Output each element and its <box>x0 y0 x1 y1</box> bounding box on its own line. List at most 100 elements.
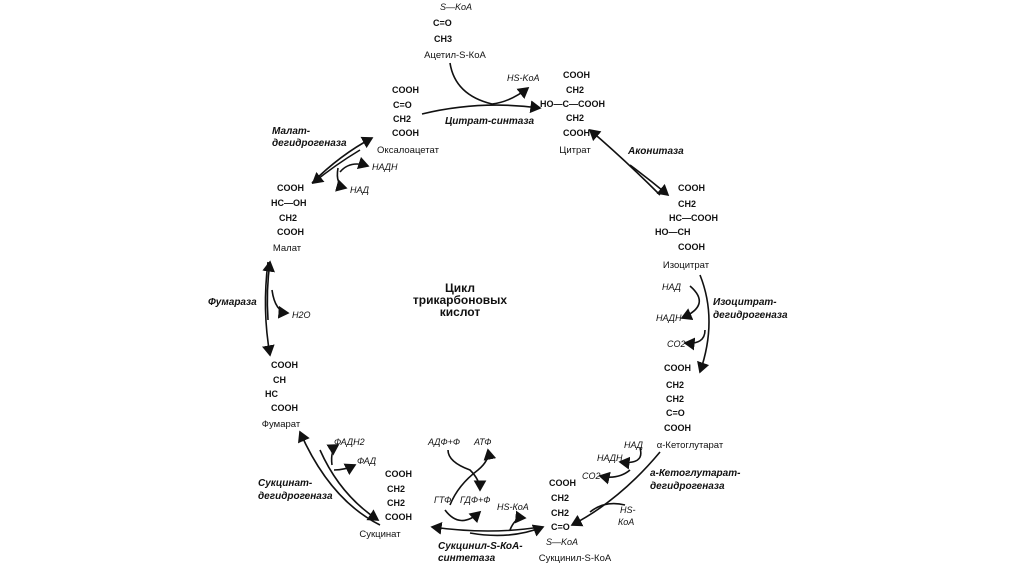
compound-label: Фумарат <box>262 419 301 430</box>
cofactor-label: ГДФ+Ф <box>460 495 490 505</box>
formula-line: HO—CH <box>655 227 691 237</box>
formula-line: COOH <box>664 423 691 433</box>
formula-line: CH2 <box>566 85 584 95</box>
compound-label: Оксалоацетат <box>377 145 440 156</box>
cofactor-label: H2O <box>292 310 311 320</box>
enzyme-akg-dh: дегидрогеназа <box>650 481 725 492</box>
arrow-citrate-synthase <box>421 100 542 115</box>
arrow-h2o <box>271 289 290 319</box>
alpha-ketoglutarate: COOH CH2 CH2 C=O COOH α-Кетоглутарат <box>657 363 724 451</box>
enzyme-succinyl-coa-synthetase: синтетаза <box>438 553 496 564</box>
oxaloacetate: COOH C=O CH2 COOH Оксалоацетат <box>377 85 440 156</box>
arrow-fumarase-back <box>262 260 275 321</box>
formula-line: COOH <box>563 70 590 80</box>
formula-line: COOH <box>678 242 705 252</box>
malate: COOH HC—OH CH2 COOH Малат <box>271 183 307 254</box>
formula-line: COOH <box>549 478 576 488</box>
succinyl-coa: COOH CH2 CH2 C=O S—KoA Сукцинил-S-КоА <box>539 478 612 564</box>
enzyme-succinate-dh: Сукцинат- <box>258 478 313 489</box>
formula-line: CH2 <box>666 380 684 390</box>
formula-line: C=O <box>666 408 685 418</box>
arrow-nad <box>335 167 348 192</box>
formula-line: C=O <box>551 522 570 532</box>
formula-line: CH2 <box>566 113 584 123</box>
arrow-aconitase-fwd <box>629 164 670 197</box>
formula-line: COOH <box>385 512 412 522</box>
formula-line: COOH <box>385 469 412 479</box>
cofactor-label: НАДН <box>372 162 398 172</box>
cofactor-label: ГТФ <box>434 495 451 505</box>
cofactor-label: ФАД <box>357 456 377 466</box>
formula-line: CH2 <box>387 484 405 494</box>
title-line: трикарбоновых <box>413 293 508 307</box>
compound-label: Цитрат <box>559 145 591 156</box>
cofactor-label: CO2 <box>667 339 686 349</box>
formula-line: COOH <box>678 183 705 193</box>
reaction-arrows <box>262 62 710 537</box>
formula-line: CH2 <box>551 493 569 503</box>
formula-line: C=O <box>393 100 412 110</box>
arrow-adp-gdp <box>447 449 487 492</box>
arrow-scs-back <box>469 524 545 537</box>
compound-label: Малат <box>273 243 302 254</box>
compound-label: Изоцитрат <box>663 260 710 271</box>
title-line: кислот <box>440 305 481 319</box>
cofactor-label: НАДН <box>656 313 682 323</box>
arrow-aconitase <box>588 128 661 196</box>
arrow-icdh-co2 <box>683 329 706 351</box>
formula-line: COOH <box>392 128 419 138</box>
formula-line: CH2 <box>393 114 411 124</box>
formula-line: CH3 <box>434 34 452 44</box>
formula-line: COOH <box>271 360 298 370</box>
cofactor-label: HS- <box>620 505 636 515</box>
arrow-scs-hskoa <box>509 510 527 531</box>
formula-line: COOH <box>392 85 419 95</box>
arrow-akg-hskoa <box>589 502 626 513</box>
formula-line: COOH <box>271 403 298 413</box>
arrow-gtp-atp <box>449 448 497 506</box>
enzyme-malate-dh: Малат- <box>272 126 311 137</box>
formula-line: COOH <box>563 128 590 138</box>
formula-line: HO—C—COOH <box>540 99 605 109</box>
acetyl-coa: S—KoA C=O CH3 Ацетил-S-КоА <box>424 2 486 61</box>
enzyme-isocitrate-dh: Изоцитрат- <box>713 297 777 308</box>
arrow-scs <box>430 521 541 535</box>
formula-line: CH2 <box>551 508 569 518</box>
enzyme-akg-dh: a-Кетоглутарат- <box>650 468 741 479</box>
arrow-fadh2 <box>333 463 357 476</box>
cofactor-label: АДФ+Ф <box>427 437 460 447</box>
formula-line: HC—COOH <box>669 213 718 223</box>
fumarate: COOH CH HC COOH Фумарат <box>262 360 301 430</box>
cofactor-label: НАД <box>350 185 370 195</box>
arrow-icdh-nadh <box>680 285 700 321</box>
cofactor-label: HS-KoA <box>507 73 540 83</box>
formula-line: CH2 <box>387 498 405 508</box>
enzyme-malate-dh: дегидрогеназа <box>272 138 347 149</box>
cycle-title: Цикл трикарбоновых кислот <box>413 281 508 319</box>
cofactor-label: CO2 <box>582 471 601 481</box>
arrow-akg-nadh <box>618 447 642 470</box>
formula-line: HC <box>265 389 278 399</box>
formula-line: COOH <box>277 183 304 193</box>
cofactor-label: HS-КоА <box>497 502 529 512</box>
arrow-acetyl-in <box>449 62 530 105</box>
formula-line: COOH <box>277 227 304 237</box>
cofactor-label: ФАДН2 <box>334 437 365 447</box>
arrow-icdh <box>697 274 710 374</box>
enzyme-isocitrate-dh: дегидрогеназа <box>713 310 788 321</box>
formula-line: S—KoA <box>440 2 472 12</box>
arrow-gtp-cycle <box>444 509 482 524</box>
formula-line: COOH <box>664 363 691 373</box>
compound-label: Сукцинил-S-КоА <box>539 553 612 564</box>
cofactor-label: НАД <box>662 282 682 292</box>
cofactor-label: КоА <box>618 517 634 527</box>
cofactor-label: НАДН <box>597 453 623 463</box>
arrow-akg-co2 <box>598 469 631 485</box>
formula-line: S—KoA <box>546 537 578 547</box>
enzyme-succinate-dh: дегидрогеназа <box>258 491 333 502</box>
enzyme-aconitase: Аконитаза <box>627 146 684 157</box>
arrow-nadh <box>339 156 370 173</box>
arrow-akgdh <box>570 451 661 527</box>
enzyme-fumarase: Фумараза <box>208 297 257 308</box>
